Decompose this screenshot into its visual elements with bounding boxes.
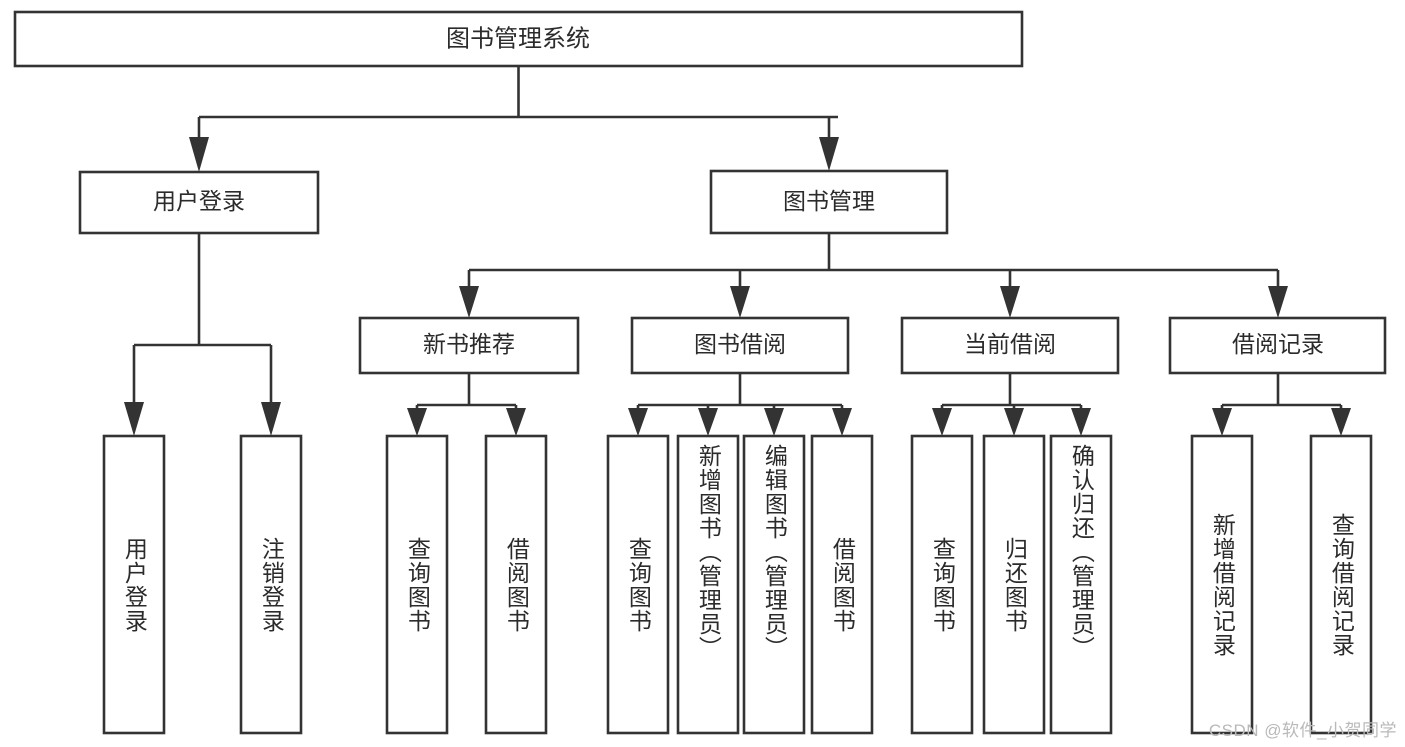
node-box-leaf-edit-book[interactable] bbox=[742, 434, 806, 735]
arrowhead-leaf-user-logout bbox=[261, 402, 281, 436]
node-box-user-login[interactable] bbox=[78, 170, 320, 235]
node-box-leaf-query-book-current[interactable] bbox=[910, 434, 974, 735]
arrowhead-leaf-edit-book bbox=[764, 408, 784, 436]
node-label-user-login: 用户登录 bbox=[153, 188, 245, 214]
node-box-leaf-query-borrow-record[interactable] bbox=[1309, 434, 1373, 735]
node-box-leaf-query-book-borrow[interactable] bbox=[606, 434, 670, 735]
node-box-book-borrow[interactable] bbox=[630, 316, 850, 375]
node-box-leaf-borrow-book[interactable] bbox=[810, 434, 874, 735]
arrowhead-leaf-query-book-current bbox=[932, 408, 952, 436]
connector-layer bbox=[124, 66, 1351, 436]
arrowhead-new-book-recommend bbox=[459, 286, 479, 318]
watermark-text: CSDN @软件_小贺同学 bbox=[1208, 721, 1397, 740]
node-box-book-manage[interactable] bbox=[709, 169, 949, 235]
arrowhead-leaf-add-book bbox=[698, 408, 718, 436]
node-box-leaf-add-book[interactable] bbox=[676, 434, 740, 735]
node-box-new-book-recommend[interactable] bbox=[358, 316, 580, 375]
node-box-leaf-borrow-book-rec[interactable] bbox=[484, 434, 548, 735]
node-box-leaf-query-book-rec[interactable] bbox=[385, 434, 449, 735]
arrowhead-leaf-return-book bbox=[1004, 408, 1024, 436]
node-label-root: 图书管理系统 bbox=[446, 25, 590, 52]
node-label-new-book-recommend: 新书推荐 bbox=[423, 331, 515, 357]
node-layer bbox=[13, 10, 1387, 735]
node-box-root[interactable] bbox=[13, 10, 1024, 68]
node-box-leaf-user-login[interactable] bbox=[102, 434, 166, 735]
node-label-current-borrow: 当前借阅 bbox=[964, 331, 1056, 357]
node-box-leaf-return-book[interactable] bbox=[982, 434, 1046, 735]
arrowhead-current-borrow bbox=[1000, 286, 1020, 318]
arrowhead-leaf-query-book-rec bbox=[407, 408, 427, 436]
node-label-borrow-record: 借阅记录 bbox=[1232, 331, 1324, 357]
arrowhead-book-manage bbox=[819, 137, 839, 171]
arrowhead-leaf-borrow-book-rec bbox=[506, 408, 526, 436]
arrowhead-borrow-record bbox=[1268, 286, 1288, 318]
node-box-leaf-confirm-return[interactable] bbox=[1049, 434, 1113, 735]
horizontal-label-layer: 图书管理系统 用户登录 图书管理 新书推荐 图书借阅 当前借阅 借阅记录 bbox=[153, 25, 1324, 357]
arrowhead-leaf-query-borrow-record bbox=[1331, 408, 1351, 436]
arrowhead-leaf-confirm-return bbox=[1071, 408, 1091, 436]
node-label-book-manage: 图书管理 bbox=[783, 188, 875, 214]
arrowhead-leaf-add-borrow-record bbox=[1212, 408, 1232, 436]
node-box-leaf-add-borrow-record[interactable] bbox=[1190, 434, 1254, 735]
arrowhead-leaf-query-book-borrow bbox=[628, 408, 648, 436]
arrowhead-leaf-borrow-book bbox=[832, 408, 852, 436]
node-box-leaf-user-logout[interactable] bbox=[239, 434, 303, 735]
node-box-current-borrow[interactable] bbox=[900, 316, 1120, 375]
arrowhead-book-borrow bbox=[730, 286, 750, 318]
arrowhead-user-login bbox=[189, 137, 209, 172]
node-box-borrow-record[interactable] bbox=[1168, 316, 1387, 375]
node-label-book-borrow: 图书借阅 bbox=[694, 331, 786, 357]
arrowhead-leaf-user-login bbox=[124, 402, 144, 436]
